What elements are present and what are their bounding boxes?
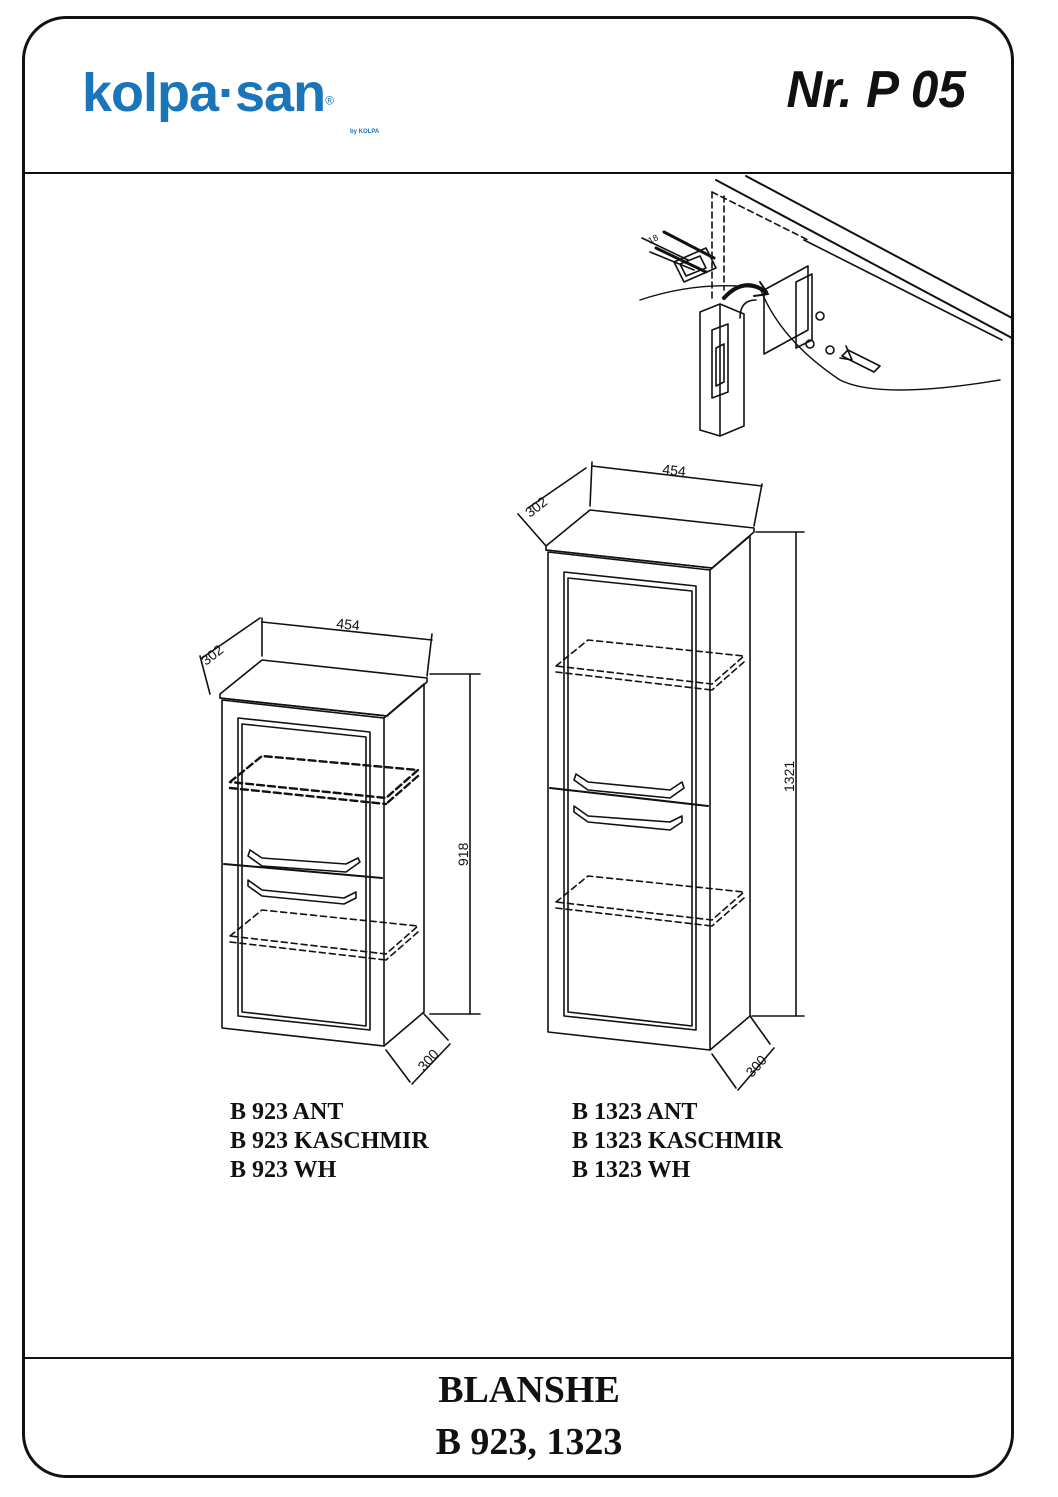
cabinet-tall-handle-lower [573,805,683,831]
small-cabinet-codes: B 923 ANT B 923 KASCHMIR B 923 WH [230,1098,429,1185]
registered-mark-icon: ® [325,93,334,108]
tall-cabinet-codes: B 1323 ANT B 1323 KASCHMIR B 1323 WH [572,1098,783,1185]
tall-width-label: 454 [662,461,687,479]
product-code: B 1323 WH [572,1157,691,1183]
small-depth-bottom-label: 300 [414,1046,442,1074]
cabinet-tall-handle-upper [573,773,685,799]
product-code: B 923 ANT [230,1099,344,1125]
small-height-label: 918 [455,842,471,866]
product-code: B 923 KASCHMIR [230,1128,429,1154]
model-numbers: B 923, 1323 [435,1421,623,1463]
mount-dimension-label: 18 [646,232,659,245]
cabinet-small: 454 302 918 300 [198,615,481,1085]
tall-depth-top-label: 302 [522,493,550,520]
cabinet-tall-side [709,535,751,1051]
small-width-label: 454 [336,615,361,633]
cabinet-small-handle-upper [247,849,361,873]
product-code: B 1323 KASCHMIR [572,1128,783,1154]
tall-depth-bottom-label: 300 [742,1052,770,1080]
logo-wordmark: kolpa·san [82,63,326,123]
product-code: B 923 WH [230,1157,337,1183]
page-frame [22,16,1014,1478]
cabinet-tall-front [547,551,711,1051]
logo-byline: by KOLPA [350,129,380,135]
wall-mount-detail: 18 [639,175,1013,437]
cabinet-small-side [383,683,425,1047]
document-number: Nr. P 05 [786,61,966,119]
footer-divider [22,1357,1014,1359]
cabinet-small-front [221,699,385,1047]
tall-height-label: 1321 [781,761,797,792]
cabinet-tall: 454 302 1321 300 [517,461,805,1091]
cabinet-small-handle-lower [247,879,357,905]
header-divider [22,172,1014,174]
brand-logo: kolpa·san® by KOLPA [82,63,379,135]
product-name: BLANSHE [438,1369,620,1411]
product-code: B 1323 ANT [572,1099,698,1125]
